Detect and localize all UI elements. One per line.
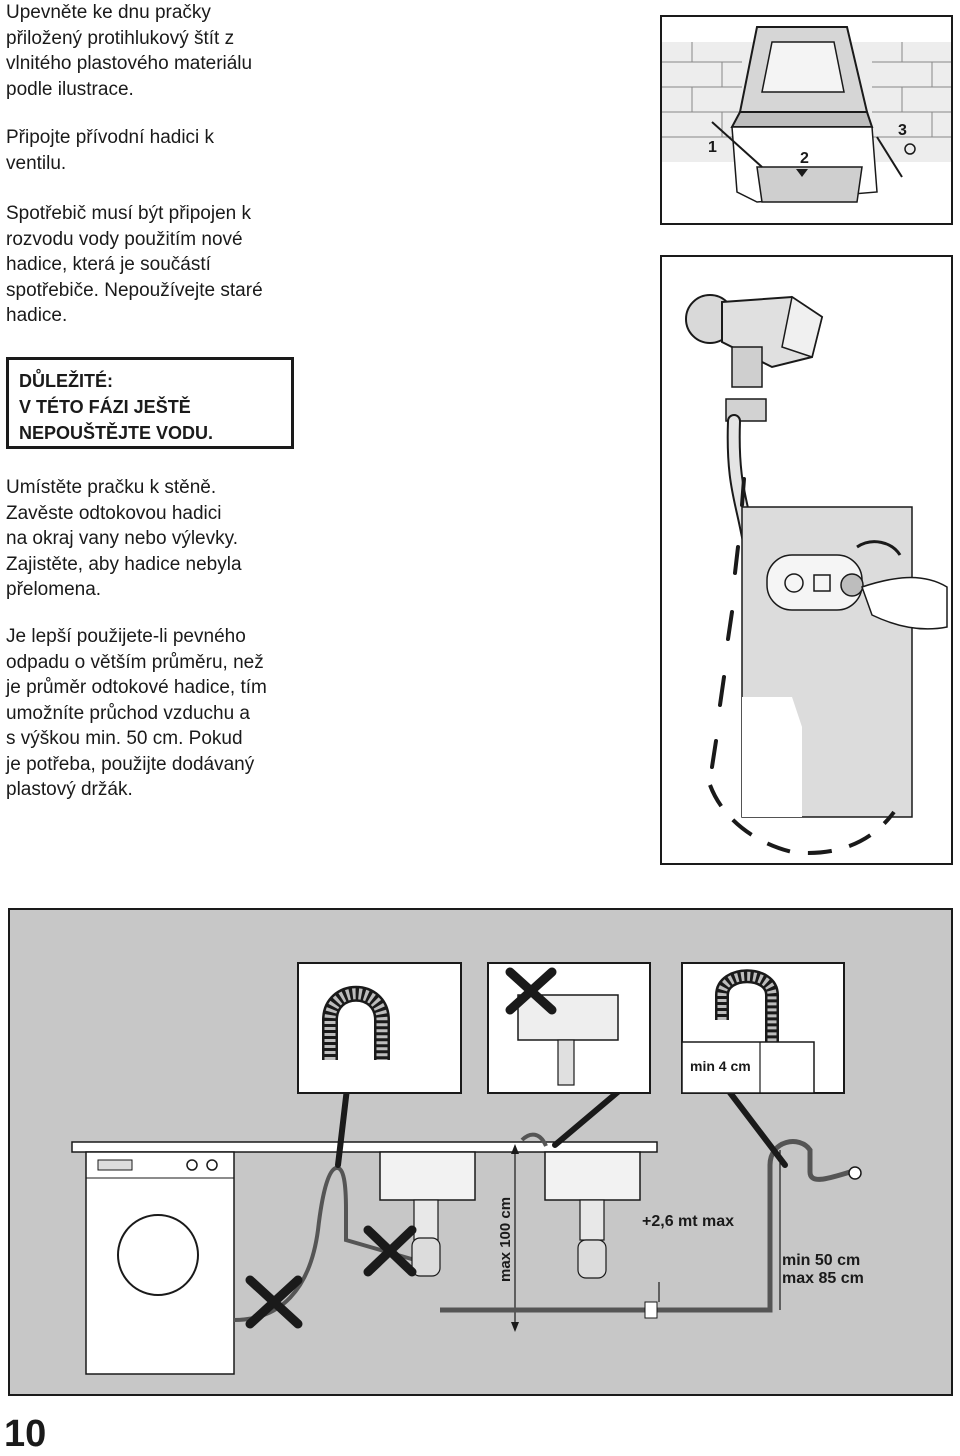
- text-line: s výškou min. 50 cm. Pokud: [6, 728, 243, 749]
- text-line: přiložený protihlukový štít z: [6, 27, 235, 49]
- text-line: hadice, která je součástí: [6, 254, 211, 275]
- instruction-new-hose: Spotřebič musí být připojen k rozvodu vo…: [6, 201, 306, 329]
- text-line: Je lepší použijete-li pevného: [6, 626, 246, 647]
- text-line: Zavěste odtokovou hadici: [6, 502, 222, 524]
- drain-hose-options-diagram: max 100 cm +2,6 mt max min 50 cm max 85 …: [8, 908, 953, 1396]
- tap-and-hose-drawing: [685, 294, 948, 855]
- text-line: na okraj vany nebo výlevky.: [6, 528, 238, 549]
- text-line: hadice.: [6, 305, 68, 326]
- instruction-drain-hose: Umístěte pračku k stěně. Zavěste odtokov…: [6, 475, 306, 603]
- page-number: 10: [4, 1413, 47, 1455]
- washer-door: [117, 1214, 199, 1296]
- instruction-drain-pipe: Je lepší použijete-li pevného odpadu o v…: [6, 624, 306, 803]
- step-label-3: 3: [898, 122, 907, 139]
- anti-noise-shield-illustration: 1 2 3: [660, 15, 953, 225]
- text-line: Spotřebič musí být připojen k: [6, 203, 252, 224]
- instruction-anti-noise-shield: Upevněte ke dnu pračky přiložený protihl…: [6, 0, 306, 102]
- text-line: Zajistěte, aby hadice nebyla: [6, 553, 242, 575]
- text-line: Umístěte pračku k stěně.: [6, 477, 217, 498]
- text-line: plastový držák.: [6, 779, 133, 800]
- text-line: umožníte průchod vzduchu a: [6, 702, 250, 724]
- step-label-1: 1: [708, 139, 717, 156]
- important-warning-box: DŮLEŽITÉ: V TÉTO FÁZI JEŠTĚ NEPOUŠTĚJTE …: [6, 357, 294, 449]
- text-line: je potřeba, použijte dodávaný: [6, 753, 255, 775]
- text-line: ventilu.: [6, 152, 67, 174]
- max-85cm-label: max 85 cm: [782, 1270, 864, 1287]
- step-label-2: 2: [800, 150, 809, 167]
- max-100cm-label: max 100 cm: [497, 1197, 514, 1282]
- text-line: rozvodu vody použitím nové: [6, 228, 243, 250]
- text-line: podle ilustrace.: [6, 78, 134, 100]
- text-line: spotřebiče. Nepoužívejte staré: [6, 279, 263, 301]
- washer-base-drawing: 1 2 3: [662, 26, 951, 203]
- extra-length-label: +2,6 mt max: [642, 1213, 734, 1230]
- warning-title: DŮLEŽITÉ:: [19, 371, 113, 391]
- inlet-hose-connection-illustration: [660, 255, 953, 865]
- min-50cm-label: min 50 cm: [782, 1252, 860, 1269]
- text-line: přelomena.: [6, 579, 102, 600]
- warning-line: NEPOUŠTĚJTE VODU.: [19, 423, 214, 443]
- min-4cm-label: min 4 cm: [690, 1058, 751, 1074]
- instruction-connect-hose: Připojte přívodní hadici k ventilu.: [6, 125, 306, 176]
- drain-diagram-drawing: max 100 cm +2,6 mt max min 50 cm max 85 …: [71, 962, 864, 1375]
- warning-line: V TÉTO FÁZI JEŠTĚ: [19, 397, 191, 417]
- text-line: Připojte přívodní hadici k: [6, 127, 215, 148]
- text-line: Upevněte ke dnu pračky: [6, 2, 211, 23]
- text-line: je průměr odtokové hadice, tím: [6, 677, 267, 698]
- text-line: vlnitého plastového materiálu: [6, 53, 253, 74]
- text-line: odpadu o větším průměru, než: [6, 651, 264, 673]
